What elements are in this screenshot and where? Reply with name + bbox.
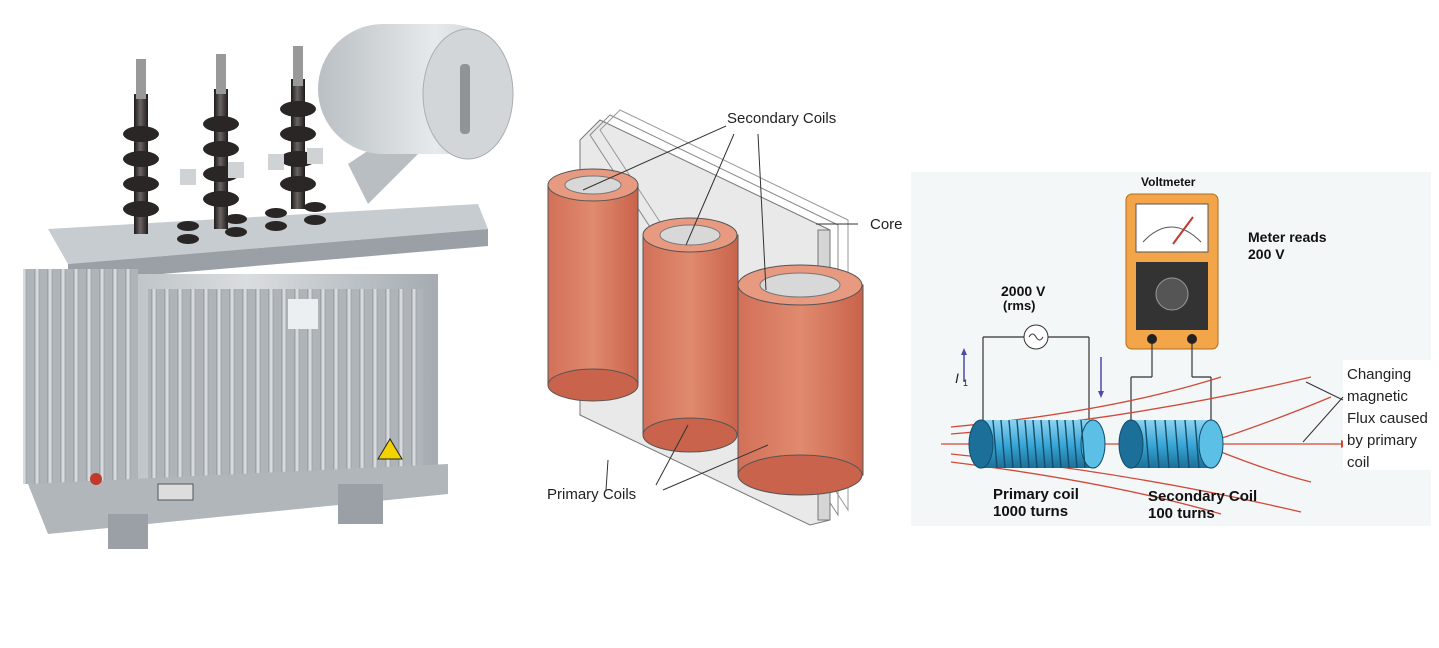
- transformer-illustration: [23, 24, 514, 549]
- meter-reads-line1: Meter reads: [1248, 229, 1327, 245]
- current-subscript: 1: [963, 378, 968, 388]
- coil-middle: [642, 217, 739, 453]
- secondary-turns-label: 100 turns: [1148, 505, 1215, 522]
- current-symbol: I: [955, 370, 959, 386]
- source-rms: (rms): [1003, 298, 1036, 313]
- source-voltage: 2000 V: [1001, 283, 1046, 299]
- transformer-photo: [8, 14, 533, 554]
- flux-label-line2: magnetic: [1347, 388, 1408, 405]
- label-core: Core: [870, 216, 903, 233]
- voltmeter-circuit-diagram: Voltmeter Meter reads 200 V 2000 V (rms)…: [911, 172, 1431, 526]
- core-coils-illustration: Secondary Coils Core Primary Coils: [547, 109, 903, 526]
- flux-label-line1: Changing: [1347, 366, 1411, 383]
- label-secondary-coils: Secondary Coils: [727, 110, 836, 127]
- primary-turns-label: 1000 turns: [993, 503, 1068, 520]
- flux-label-line4: by primary: [1347, 432, 1418, 449]
- coil-left: [547, 168, 639, 402]
- coil-right: [737, 264, 864, 496]
- label-primary-coils: Primary Coils: [547, 486, 636, 503]
- circuit-illustration: Voltmeter Meter reads 200 V 2000 V (rms)…: [941, 175, 1431, 522]
- secondary-coil-label: Secondary Coil: [1148, 488, 1257, 505]
- voltmeter: [1125, 193, 1219, 350]
- flux-label-line5: coil: [1347, 454, 1370, 471]
- primary-coil: [968, 419, 1106, 469]
- meter-reads-line2: 200 V: [1248, 246, 1285, 262]
- flux-label-line3: Flux caused: [1347, 410, 1428, 427]
- core-coils-diagram: Secondary Coils Core Primary Coils: [538, 100, 908, 530]
- primary-coil-label: Primary coil: [993, 486, 1079, 503]
- secondary-coil: [1118, 419, 1224, 469]
- voltmeter-label: Voltmeter: [1141, 175, 1196, 189]
